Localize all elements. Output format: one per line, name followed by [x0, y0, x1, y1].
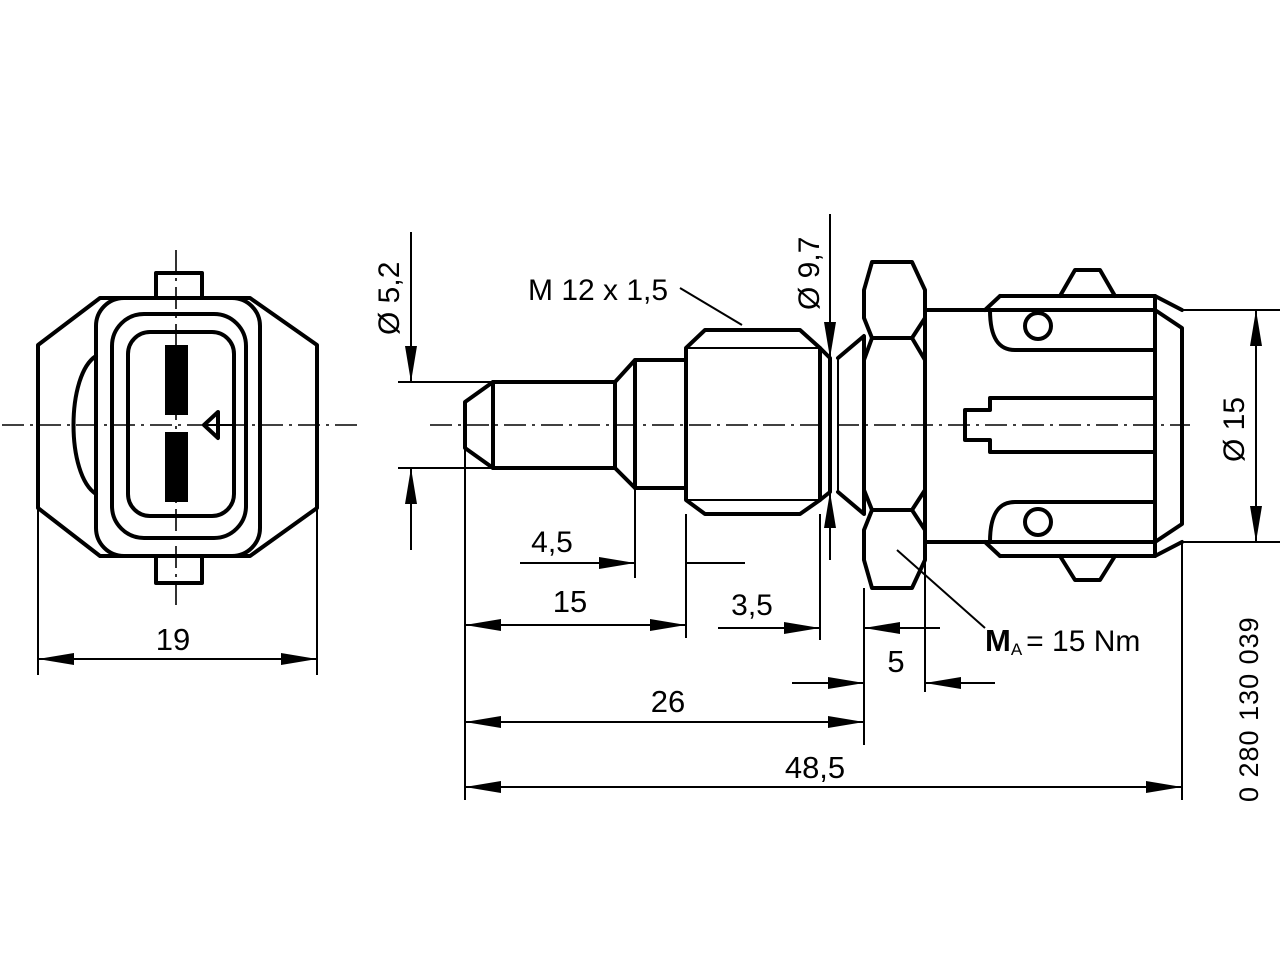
- latch-tab-bottom: [154, 554, 204, 585]
- dim-label-26: 26: [651, 684, 685, 719]
- dim-label-19: 19: [156, 622, 190, 657]
- housing-bulge: [71, 354, 98, 496]
- torque-subscript: A: [1011, 640, 1023, 659]
- side-view-dimensions: Ø 5,2 M 12 x 1,5 Ø 9,7 Ø 15 4,5 15 3,5: [373, 214, 1280, 802]
- dim-label-5: 5: [887, 644, 904, 679]
- connector-hole-bottom: [1023, 507, 1053, 537]
- dim-label-dia-9-7: Ø 9,7: [793, 237, 826, 310]
- hex-flat-bottom: [862, 508, 927, 590]
- part-number: 0 280 130 039: [1234, 616, 1264, 802]
- torque-symbol: M: [985, 623, 1011, 658]
- hex-flat-top: [862, 260, 927, 340]
- probe-shaft: [613, 358, 688, 490]
- dim-label-dia-5-2: Ø 5,2: [373, 262, 406, 335]
- torque-leader-line: [896, 549, 986, 629]
- thread-section: [684, 328, 822, 516]
- hex-flat-middle: [862, 336, 927, 512]
- connector-latch-bottom: [1058, 554, 1117, 582]
- dim-label-4-5: 4,5: [531, 526, 573, 559]
- sensor-side-view: [430, 260, 1190, 590]
- thread-leader-line: [679, 287, 743, 326]
- torque-value: = 15 Nm: [1026, 625, 1140, 658]
- connector-rim-top: [983, 294, 1184, 312]
- pin-1: [165, 345, 188, 415]
- thread-spec-label: M 12 x 1,5: [528, 274, 668, 307]
- connector-end-view: 19: [2, 250, 360, 675]
- connector-hole-top: [1023, 311, 1053, 341]
- connector-latch-top: [1058, 268, 1117, 298]
- latch-tab-top: [154, 271, 204, 300]
- probe-tip: [463, 380, 617, 470]
- dim-label-48-5: 48,5: [785, 750, 845, 785]
- pin-2: [165, 432, 188, 502]
- socket-outer-shell: [110, 312, 248, 540]
- torque-label: MA= 15 Nm: [985, 623, 1140, 659]
- dim-label-3-5: 3,5: [731, 589, 773, 622]
- connector-inner-bottom: [988, 500, 1157, 544]
- dim-label-15: 15: [553, 584, 587, 619]
- dim-label-dia-15: Ø 15: [1218, 397, 1251, 462]
- connector-inner-top: [988, 308, 1157, 352]
- connector-rim-bottom: [983, 540, 1184, 558]
- connector-key-rail: [963, 396, 1157, 454]
